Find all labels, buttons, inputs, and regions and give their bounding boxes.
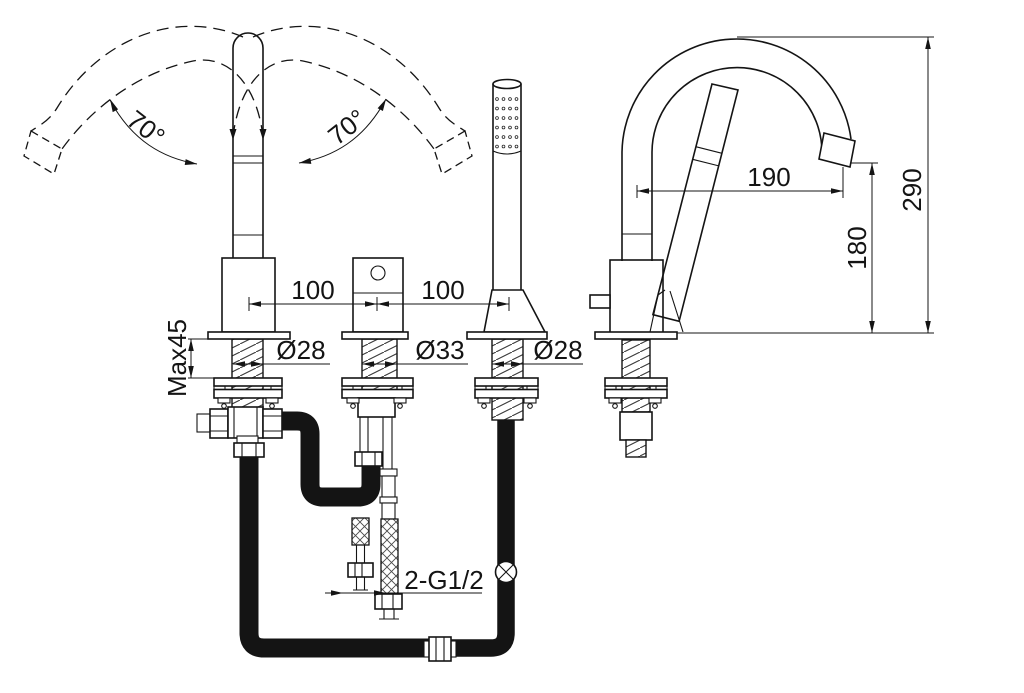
swivel-angle-right: 70°	[298, 98, 387, 164]
dim-outlet-height: 180	[842, 163, 875, 333]
dim-spout-reach: 190	[636, 36, 934, 334]
supply-hose-left	[347, 517, 374, 591]
shower-shank-dia-label: Ø28	[533, 335, 582, 365]
swivel-angle-left-label: 70°	[121, 104, 170, 152]
spout-assembly	[196, 32, 291, 458]
swivel-angle-right-label: 70°	[322, 103, 371, 151]
side-gooseneck-spout	[621, 38, 856, 261]
valve-locknut	[341, 377, 414, 418]
ghost-spout-tip-left	[23, 130, 63, 175]
outlet-height-label: 180	[842, 226, 872, 269]
shower-hose-valve-symbol	[494, 560, 518, 584]
valve-body	[352, 257, 404, 333]
side-handle-knob	[589, 294, 611, 309]
shower-deck-flange	[466, 331, 548, 340]
side-view: 190 180 290	[589, 36, 934, 458]
side-hand-shower	[649, 83, 739, 333]
shower-handle	[492, 84, 522, 290]
overall-height-label: 290	[897, 168, 927, 211]
side-threaded-shank	[621, 339, 651, 413]
supply-hoses	[239, 411, 518, 662]
spout-outlet	[818, 132, 856, 168]
valve-deck-flange	[341, 331, 409, 340]
spout-base	[221, 257, 276, 333]
side-below-deck	[604, 339, 668, 458]
spout-locknut	[213, 377, 283, 409]
dim-spacing-right-label: 100	[421, 275, 464, 305]
dim-valve-shank-dia: Ø33	[362, 335, 468, 367]
ghost-spout-tip-right	[433, 130, 473, 175]
hose-union-fitting	[423, 636, 457, 662]
dim-spout-shank-dia: Ø28	[233, 335, 330, 367]
supply-connections-label: 2-G1/2	[404, 565, 484, 595]
side-deck-flange	[594, 331, 678, 340]
dim-spacing-left-label: 100	[291, 275, 334, 305]
spout-deck-flange	[207, 331, 291, 340]
valve-shank-dia-label: Ø33	[415, 335, 464, 365]
shower-spray-face	[495, 92, 519, 150]
swivel-angle-left: 70°	[109, 99, 198, 165]
shower-locknut	[474, 377, 539, 409]
spout-swivel-ghosts	[23, 25, 473, 175]
hand-shower-assembly	[466, 78, 548, 421]
dim-hole-spacing: 100 100	[248, 275, 510, 311]
diverter-tee-valve	[196, 406, 283, 458]
supply-hose-right	[374, 468, 403, 620]
dim-max-deck-thickness: Max45	[162, 319, 216, 397]
spout-column	[232, 32, 264, 258]
dim-shower-shank-dia: Ø28	[492, 335, 583, 367]
spout-feed-nut	[354, 451, 383, 467]
dim-supply-connections: 2-G1/2	[325, 565, 484, 596]
spout-reach-label: 190	[747, 162, 790, 192]
shower-holder-cone	[483, 289, 547, 333]
valve-button	[370, 265, 386, 281]
side-body	[609, 259, 664, 334]
mixer-valve-assembly	[341, 257, 414, 418]
dim-overall-height: 290	[897, 37, 931, 333]
valve-supply-tails	[347, 417, 403, 620]
spout-shank-dia-label: Ø28	[276, 335, 325, 365]
front-view: 70° 70°	[23, 25, 583, 662]
max-deck-label: Max45	[162, 319, 192, 397]
